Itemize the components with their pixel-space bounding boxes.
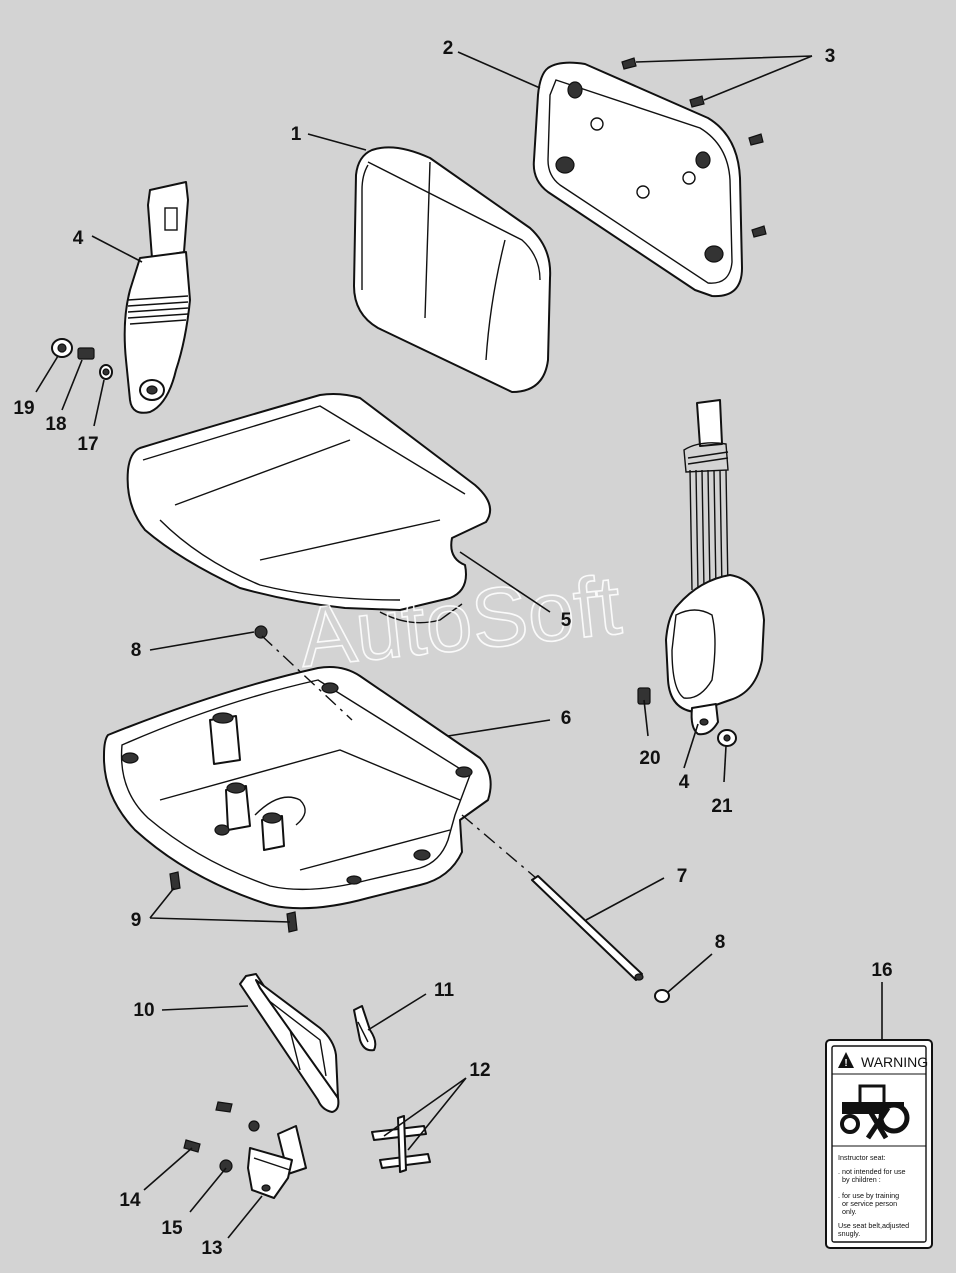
assembly-line-pan <box>261 635 353 721</box>
label-line-0: Instructor seat: <box>838 1153 886 1162</box>
callout-1: 1 <box>291 124 302 145</box>
part-15-nut <box>219 1120 260 1173</box>
callout-5: 5 <box>561 610 572 631</box>
warning-title: WARNING <box>861 1054 928 1070</box>
callout-16: 16 <box>871 960 892 981</box>
callout-17: 17 <box>77 434 98 455</box>
part-11-clip <box>353 1005 377 1052</box>
callout-4-right: 4 <box>679 772 690 793</box>
part-8-cap-top <box>254 625 268 639</box>
callout-10: 10 <box>133 1000 154 1021</box>
part-8-cap-bottom <box>654 989 670 1003</box>
callout-8-top: 8 <box>131 640 142 661</box>
callout-20: 20 <box>639 748 660 769</box>
leader-lines <box>35 51 883 1239</box>
callout-2: 2 <box>443 38 454 59</box>
callout-21: 21 <box>711 796 733 817</box>
callout-4-left: 4 <box>73 228 84 249</box>
part-17-washer <box>99 364 113 380</box>
label-line-5: only. <box>838 1207 857 1216</box>
callout-13: 13 <box>201 1238 222 1259</box>
label-line-7: snugly. <box>838 1229 860 1238</box>
callout-18: 18 <box>45 414 66 435</box>
part-3-screws <box>621 57 767 238</box>
assembly-line-rod <box>461 814 537 879</box>
part-9-screws <box>169 871 298 933</box>
part-12-pins <box>371 1115 431 1173</box>
label-line-3: . for use by training <box>838 1191 899 1200</box>
part-14-screw <box>183 1101 233 1153</box>
label-line-2: by children : <box>838 1175 881 1184</box>
warning-triangle-icon <box>838 1052 854 1068</box>
callout-15: 15 <box>161 1218 183 1239</box>
part-10-bracket <box>239 973 340 1113</box>
label-line-1: . not intended for use <box>838 1167 906 1176</box>
part-18-bolt <box>77 347 95 360</box>
callout-19: 19 <box>13 398 34 419</box>
callout-14: 14 <box>119 1190 141 1211</box>
svg-text:!: ! <box>844 1058 847 1069</box>
part-4-belt-retractor <box>665 399 765 736</box>
part-6-seat-pan <box>102 666 492 910</box>
label-line-6: Use seat belt,adjusted <box>838 1221 909 1230</box>
callout-6: 6 <box>561 708 572 729</box>
label-line-4: or service person <box>838 1199 897 1208</box>
part-16-warning-label: ! WARNING Instructor seat: . not intende… <box>825 1039 933 1249</box>
part-19-nut <box>51 338 73 358</box>
callout-8-bottom: 8 <box>715 932 726 953</box>
part-1-backrest-cushion <box>353 146 552 393</box>
callout-numbers: 2 3 1 4 19 18 17 5 8 6 20 4 21 7 9 8 16 … <box>13 38 892 1259</box>
part-7-rod <box>531 875 644 981</box>
callout-9: 9 <box>131 910 142 931</box>
callout-11: 11 <box>434 980 455 1001</box>
part-2-backrest-shell <box>532 61 743 298</box>
callout-3: 3 <box>825 46 836 67</box>
callout-12: 12 <box>469 1060 490 1081</box>
part-5-seat-cushion <box>126 393 492 624</box>
callout-7: 7 <box>677 866 688 887</box>
part-4-belt-buckle <box>123 181 191 414</box>
part-13-hinge <box>247 1125 307 1199</box>
tractor-icon <box>840 1084 910 1140</box>
part-21-nut <box>717 729 737 747</box>
